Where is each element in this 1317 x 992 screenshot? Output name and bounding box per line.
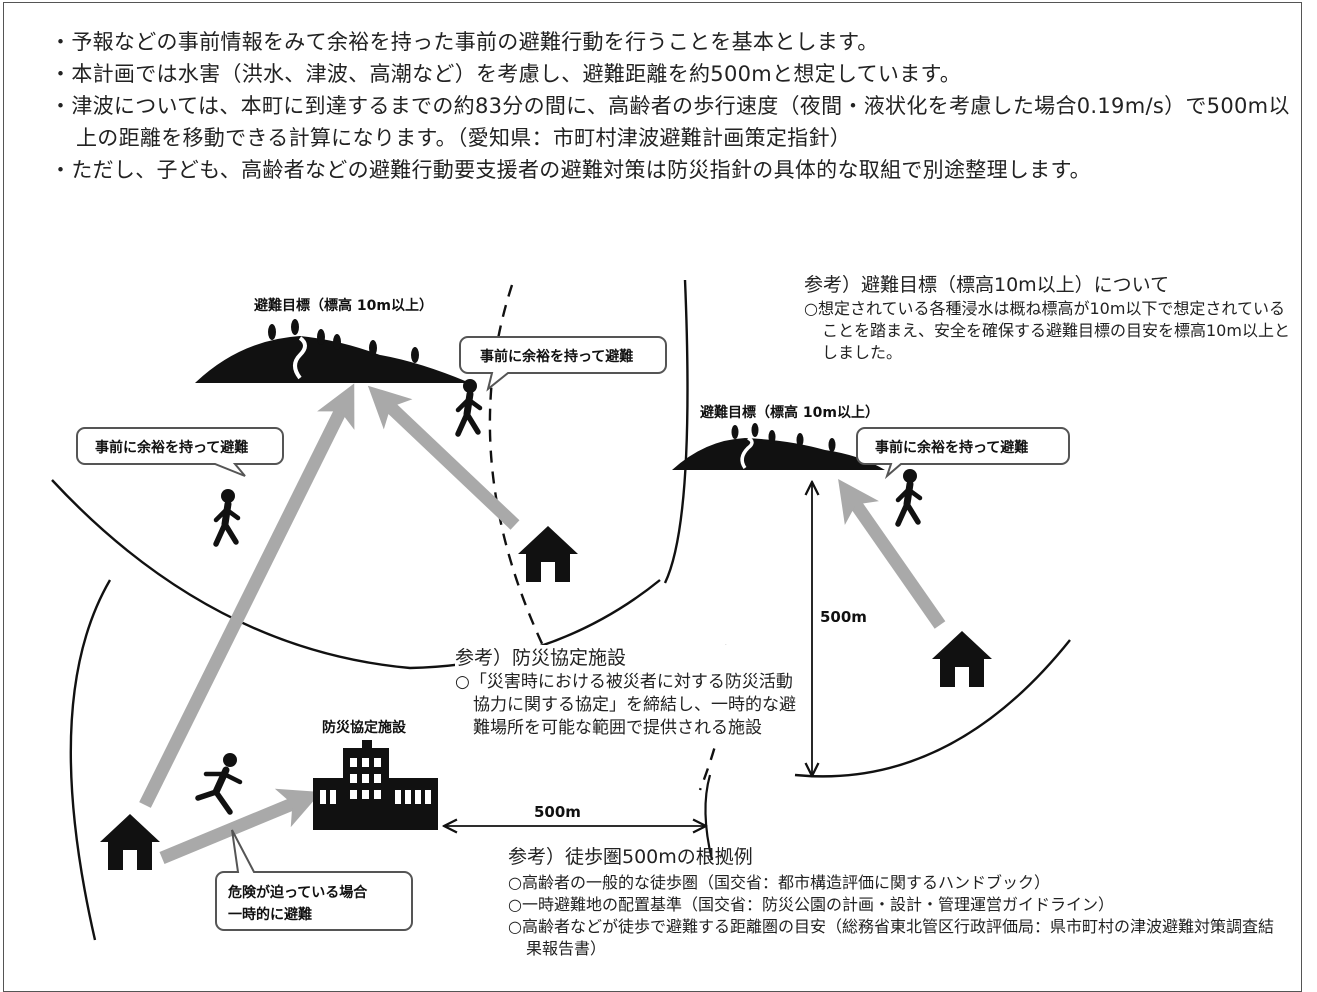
note-target-item: ○想定されている各種浸水は概ね標高が10m以下で想定されていることを踏まえ、安全… xyxy=(804,299,1290,362)
facility-label: 防災協定施設 xyxy=(322,719,407,736)
evac-arrow-house-to-facility xyxy=(159,788,322,865)
note-facility-item: ○「災害時における被災者に対する防災活動協力に関する協定」を締結し、一時的な避難… xyxy=(455,672,796,738)
walker-icon xyxy=(898,469,920,524)
bubble-advance-right: 事前に余裕を持って避難 xyxy=(856,427,1070,480)
note-facility-title: 参考）防災協定施設 xyxy=(455,647,627,669)
walker-icon xyxy=(458,379,480,434)
walker-icon xyxy=(216,489,238,544)
bubble-advance-top: 事前に余裕を持って避難 xyxy=(459,336,667,392)
note-target-title: 参考）避難目標（標高10m以上）について xyxy=(804,274,1170,296)
walk-circle-left xyxy=(69,579,112,941)
note-target: 参考）避難目標（標高10m以上）について ○想定されている各種浸水は概ね標高が1… xyxy=(804,272,1290,364)
bubble-advance-left: 事前に余裕を持って避難 xyxy=(76,427,284,477)
evac-arrow-house-to-hill xyxy=(139,383,355,808)
target-label-right: 避難目標（標高 10m以上） xyxy=(700,404,879,421)
walk-circle-dashed xyxy=(488,284,547,651)
bullet-item: 予報などの事前情報をみて余裕を持った事前の避難行動を行うことを基本とします。 xyxy=(50,26,1295,58)
svg-text:一時的に避難: 一時的に避難 xyxy=(228,906,312,923)
distance-label-vertical: 500m xyxy=(820,608,867,626)
note-walk-item: ○一時避難地の配置基準（国交省：防災公園の計画・設計・管理運営ガイドライン） xyxy=(508,895,1114,914)
note-walk-item: ○高齢者の一般的な徒歩圏（国交省：都市構造評価に関するハンドブック） xyxy=(508,873,1050,892)
bullet-item: 津波については、本町に到達するまでの約83分の間に、高齢者の歩行速度（夜間・液状… xyxy=(50,90,1295,154)
evac-arrow-right xyxy=(838,478,946,629)
evac-arrow-house2-to-hill xyxy=(367,385,520,530)
svg-text:事前に余裕を持って避難: 事前に余裕を持って避難 xyxy=(875,439,1028,456)
facility-circle xyxy=(704,774,714,861)
house-icon xyxy=(932,631,992,687)
note-walk-title: 参考）徒歩圏500mの根拠例 xyxy=(508,846,753,868)
svg-text:事前に余裕を持って避難: 事前に余裕を持って避難 xyxy=(480,348,633,365)
note-facility: 参考）防災協定施設 ○「災害時における被災者に対する防災活動協力に関する協定」を… xyxy=(455,645,796,740)
facility-building-icon xyxy=(313,740,438,830)
house-icon xyxy=(518,526,578,582)
bullet-item: 本計画では水害（洪水、津波、高潮など）を考慮し、避難距離を約500mと想定してい… xyxy=(50,58,1295,90)
svg-text:危険が迫っている場合: 危険が迫っている場合 xyxy=(227,884,368,901)
distance-label-horizontal: 500m xyxy=(534,803,581,821)
house-icon xyxy=(100,814,160,870)
hill-right xyxy=(672,423,885,470)
bubble-danger: 危険が迫っている場合 一時的に避難 xyxy=(215,829,413,931)
target-label-left: 避難目標（標高 10m以上） xyxy=(254,297,433,314)
walk-circle-outer xyxy=(51,479,661,670)
note-walk: 参考）徒歩圏500mの根拠例 ○高齢者の一般的な徒歩圏（国交省：都市構造評価に関… xyxy=(508,844,1288,960)
right-circle xyxy=(794,639,1071,778)
svg-text:事前に余裕を持って避難: 事前に余裕を持って避難 xyxy=(95,439,248,456)
bullet-item: ただし、子ども、高齢者などの避難行動要支援者の避難対策は防災指針の具体的な取組で… xyxy=(50,154,1295,186)
hill-left xyxy=(195,319,470,383)
bullet-list: 予報などの事前情報をみて余裕を持った事前の避難行動を行うことを基本とします。 本… xyxy=(50,26,1295,186)
note-walk-item: ○高齢者などが徒歩で避難する距離圏の目安（総務省東北管区行政評価局：県市町村の津… xyxy=(508,917,1274,958)
walk-circle-right-edge xyxy=(663,279,689,584)
runner-icon xyxy=(195,753,243,815)
